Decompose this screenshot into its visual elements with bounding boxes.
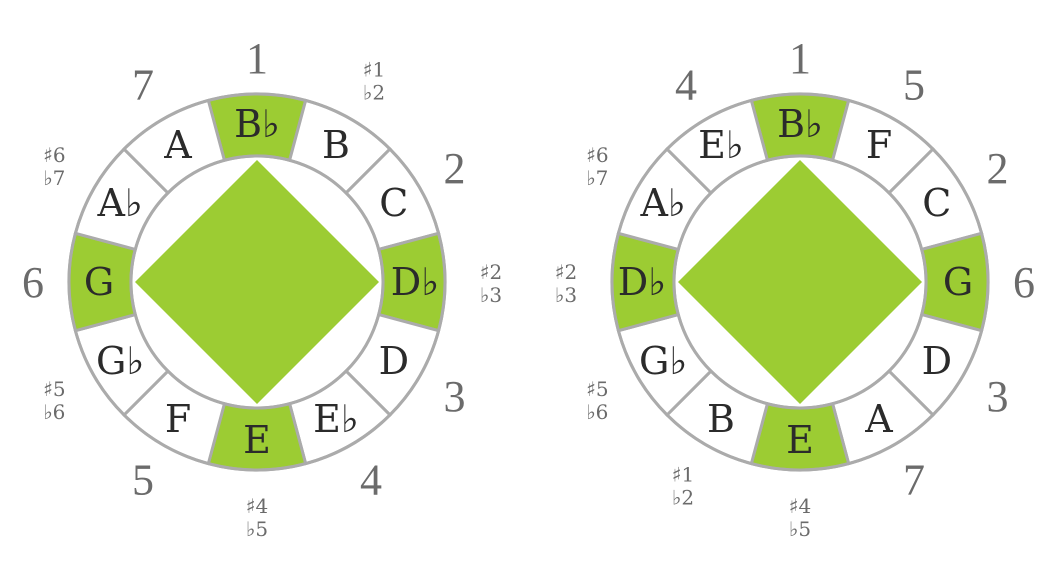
accidental-flat-label: ♭5 xyxy=(246,517,268,541)
accidental-flat-label: ♭2 xyxy=(363,80,385,104)
accidental-flat-label: ♭3 xyxy=(555,283,577,307)
note-label-f: F xyxy=(866,123,892,167)
note-label-b-flat: B♭ xyxy=(234,102,280,146)
note-label-e-flat: E♭ xyxy=(313,397,359,441)
accidental-sharp-label: ♯5 xyxy=(43,377,65,401)
accidental-flat-label: ♭5 xyxy=(789,517,811,541)
accidental-flat-label: ♭6 xyxy=(43,400,65,424)
note-label-d: D xyxy=(922,339,952,383)
chord-shape xyxy=(678,160,922,404)
inner-ring xyxy=(672,154,928,410)
note-label-e-flat: E♭ xyxy=(698,123,744,167)
note-label-c: C xyxy=(922,181,951,225)
degree-label: 1 xyxy=(246,34,268,83)
note-label-g-flat: G♭ xyxy=(639,339,687,383)
accidental-sharp-label: ♯1 xyxy=(672,463,694,487)
note-label-a: A xyxy=(163,123,192,167)
chromatic-circle: B♭ BC D♭ D E♭ E F G♭ G A♭ A 1 2 3 4 5 6 7 ♯1♭2 ♯2♭3 ♯4♭5 ♯5♭6… xyxy=(22,34,502,541)
chord-shape xyxy=(135,160,379,404)
degree-label: 7 xyxy=(903,455,925,504)
accidental-sharp-label: ♯5 xyxy=(586,377,608,401)
accidental-sharp-label: ♯4 xyxy=(789,494,811,518)
note-label-a: A xyxy=(864,397,893,441)
degree-label: 5 xyxy=(132,455,154,504)
note-label-b: B xyxy=(707,397,735,441)
degree-label: 2 xyxy=(443,144,465,193)
degree-label: 6 xyxy=(22,258,44,307)
degree-label: 6 xyxy=(1013,258,1035,307)
note-label-a-flat: A♭ xyxy=(639,181,685,225)
accidental-flat-label: ♭7 xyxy=(43,166,65,190)
note-label-f: F xyxy=(165,397,191,441)
note-label-b-flat: B♭ xyxy=(777,102,823,146)
accidental-flat-label: ♭7 xyxy=(586,166,608,190)
accidental-flat-label: ♭2 xyxy=(672,486,694,510)
accidental-sharp-label: ♯6 xyxy=(43,143,65,167)
note-label-d-flat: D♭ xyxy=(391,260,439,304)
degree-label: 3 xyxy=(986,372,1008,421)
note-label-d: D xyxy=(379,339,409,383)
accidental-flat-label: ♭6 xyxy=(586,400,608,424)
note-label-g: G xyxy=(84,260,114,304)
outer-ring xyxy=(610,92,990,472)
inner-ring xyxy=(129,154,385,410)
accidental-sharp-label: ♯4 xyxy=(246,494,268,518)
note-label-a-flat: A♭ xyxy=(96,181,142,225)
degree-label: 4 xyxy=(360,455,382,504)
accidental-sharp-label: ♯2 xyxy=(480,260,502,284)
outer-ring xyxy=(67,92,447,472)
note-label-c: C xyxy=(379,181,408,225)
note-label-e: E xyxy=(786,418,814,462)
note-label-g-flat: G♭ xyxy=(96,339,144,383)
note-label-d-flat: D♭ xyxy=(618,260,666,304)
note-label-g: G xyxy=(943,260,973,304)
degree-label: 5 xyxy=(903,61,925,110)
degree-label: 3 xyxy=(443,372,465,421)
accidental-sharp-label: ♯1 xyxy=(363,57,385,81)
note-label-b: B xyxy=(322,123,350,167)
degree-label: 7 xyxy=(132,61,154,110)
accidental-sharp-label: ♯6 xyxy=(586,143,608,167)
accidental-sharp-label: ♯2 xyxy=(555,260,577,284)
degree-label: 4 xyxy=(675,61,697,110)
accidental-flat-label: ♭3 xyxy=(480,283,502,307)
degree-label: 1 xyxy=(789,34,811,83)
degree-label: 2 xyxy=(986,144,1008,193)
note-label-e: E xyxy=(243,418,271,462)
